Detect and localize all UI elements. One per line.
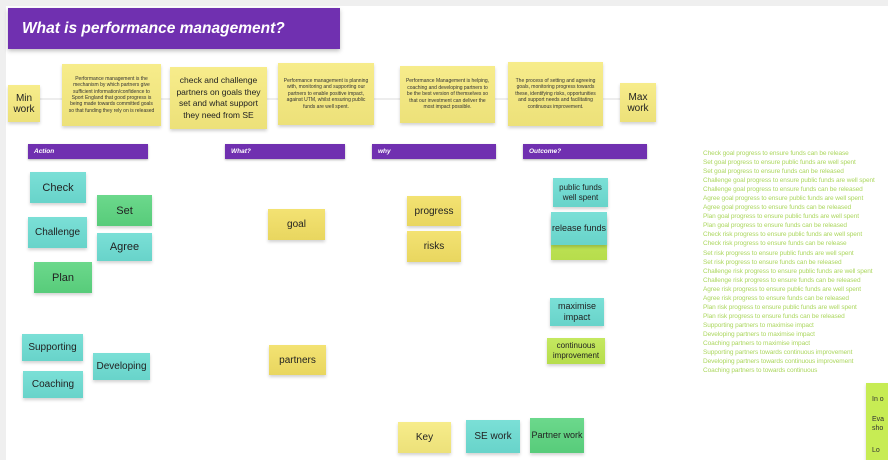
min-work-label: Min work (13, 92, 35, 115)
statement-line: Check risk progress to ensure funds can … (703, 240, 847, 248)
definition-text: Performance management is the mechanism … (68, 75, 155, 114)
statement-line: Challenge risk progress to ensure funds … (703, 276, 861, 284)
sticky-continuous-improvement[interactable]: continuous improvement (547, 338, 605, 364)
legend-label: Partner work (531, 430, 583, 440)
statement-line: Agree risk progress to ensure public fun… (703, 285, 861, 293)
sticky-public-funds-well-spent[interactable]: public funds well spent (553, 178, 608, 207)
sticky-label: goal (287, 219, 306, 230)
sticky-label: continuous improvement (552, 341, 600, 360)
statements-text-block[interactable]: Check goal progress to ensure funds can … (703, 149, 888, 375)
statement-line: Agree goal progress to ensure funds can … (703, 204, 852, 212)
sticky-agree[interactable]: Agree (97, 233, 152, 261)
column-header-label: why (378, 148, 391, 155)
definition-text: Performance Management is helping, coach… (405, 78, 490, 111)
legend-label: Key (415, 432, 434, 443)
column-header-what[interactable]: What? (225, 144, 345, 159)
statement-line: Set goal progress to ensure funds can be… (703, 168, 844, 176)
statement-line: Set risk progress to ensure public funds… (703, 249, 854, 257)
page-title: What is performance management? (22, 19, 285, 37)
sticky-label: risks (423, 241, 445, 252)
legend-label: SE work (474, 431, 512, 442)
sticky-maximise-impact[interactable]: maximise impact (550, 298, 604, 326)
sticky-definition-check-challenge[interactable]: check and challenge partners on goals th… (170, 67, 267, 129)
column-header-outcome[interactable]: Outcome? (523, 144, 647, 159)
sticky-coaching[interactable]: Coaching (23, 371, 83, 398)
statement-line: Check risk progress to ensure public fun… (703, 231, 863, 239)
statement-line: Challenge risk progress to ensure public… (703, 267, 873, 275)
sticky-label: partners (279, 354, 316, 366)
statement-line: Supporting partners to maximise impact (703, 321, 814, 329)
sticky-label: progress (414, 205, 454, 217)
statement-line: Developing partners to maximise impact (703, 330, 815, 338)
edge-note-text: sho (872, 425, 884, 432)
sticky-label: public funds well spent (559, 182, 602, 202)
definition-text: check and challenge partners on goals th… (176, 75, 261, 120)
statement-line: Agree risk progress to ensure funds can … (703, 294, 849, 302)
statement-line: Challenge goal progress to ensure funds … (703, 186, 863, 194)
sticky-min-work[interactable]: Min work (8, 85, 40, 122)
column-header-action[interactable]: Action (28, 144, 148, 159)
sticky-check[interactable]: Check (30, 172, 86, 203)
sticky-edge-clipped[interactable]: In o Eva sho Lo (866, 383, 888, 460)
sticky-definition-mechanism[interactable]: Performance management is the mechanism … (62, 64, 161, 126)
statement-line: Challenge goal progress to ensure public… (703, 177, 875, 185)
column-header-label: What? (231, 148, 251, 155)
column-header-why[interactable]: why (372, 144, 496, 159)
sticky-plan[interactable]: Plan (34, 262, 92, 293)
sticky-definition-process[interactable]: The process of setting and agreeing goal… (508, 62, 603, 126)
sticky-risks[interactable]: risks (407, 231, 461, 262)
sticky-label: Developing (96, 361, 147, 372)
sticky-supporting[interactable]: Supporting (22, 334, 83, 361)
definition-text: Performance management is planning with,… (283, 77, 369, 110)
sticky-label: Plan (51, 271, 75, 284)
definition-text: The process of setting and agreeing goal… (515, 77, 596, 110)
sticky-goal[interactable]: goal (268, 209, 325, 240)
statement-line: Plan goal progress to ensure funds can b… (703, 222, 847, 230)
sticky-progress[interactable]: progress (407, 196, 461, 226)
title-banner[interactable]: What is performance management? (8, 8, 340, 49)
sticky-label: Coaching (31, 379, 75, 390)
sticky-label: Check (42, 181, 74, 194)
statement-line: Supporting partners towards continuous i… (703, 349, 853, 357)
sticky-label: release funds (551, 223, 607, 233)
sticky-release-funds[interactable]: release funds (551, 212, 607, 245)
sticky-max-work[interactable]: Max work (620, 83, 656, 122)
statement-line: Plan risk progress to ensure funds can b… (703, 312, 845, 320)
statement-line: Developing partners towards continuous i… (703, 358, 854, 366)
sticky-label: Set (116, 204, 133, 217)
edge-note-text: Eva (872, 416, 885, 423)
statement-line: Plan goal progress to ensure public fund… (703, 213, 859, 221)
sticky-label: Challenge (34, 227, 81, 238)
edge-note-text: In o (872, 396, 884, 403)
sticky-label: Agree (109, 241, 140, 253)
sticky-label: Supporting (28, 342, 77, 353)
sticky-partner-work[interactable]: Partner work (530, 418, 584, 453)
statement-line: Plan risk progress to ensure public fund… (703, 303, 857, 311)
sticky-developing[interactable]: Developing (93, 353, 150, 380)
column-header-label: Outcome? (529, 148, 562, 155)
sticky-definition-planning[interactable]: Performance management is planning with,… (278, 63, 374, 125)
column-header-label: Action (34, 148, 55, 155)
top-edge (0, 0, 888, 6)
sticky-label: maximise impact (557, 301, 596, 322)
statement-line: Coaching partners to maximise impact (703, 339, 810, 347)
sticky-partners[interactable]: partners (269, 345, 326, 375)
statement-line: Check goal progress to ensure funds can … (703, 150, 849, 157)
sticky-se-work[interactable]: SE work (466, 420, 520, 453)
statement-line: Coaching partners to towards continuous (703, 367, 818, 375)
sticky-set[interactable]: Set (97, 195, 152, 226)
edge-note-text: Lo (872, 447, 880, 454)
sticky-key[interactable]: Key (398, 422, 451, 453)
statement-line: Agree goal progress to ensure public fun… (703, 195, 864, 203)
sticky-definition-helping[interactable]: Performance Management is helping, coach… (400, 66, 495, 123)
max-work-label: Max work (627, 91, 649, 114)
statement-line: Set goal progress to ensure public funds… (703, 159, 856, 167)
sticky-challenge[interactable]: Challenge (28, 217, 87, 248)
left-edge (0, 0, 6, 460)
statement-line: Set risk progress to ensure funds can be… (703, 258, 842, 266)
